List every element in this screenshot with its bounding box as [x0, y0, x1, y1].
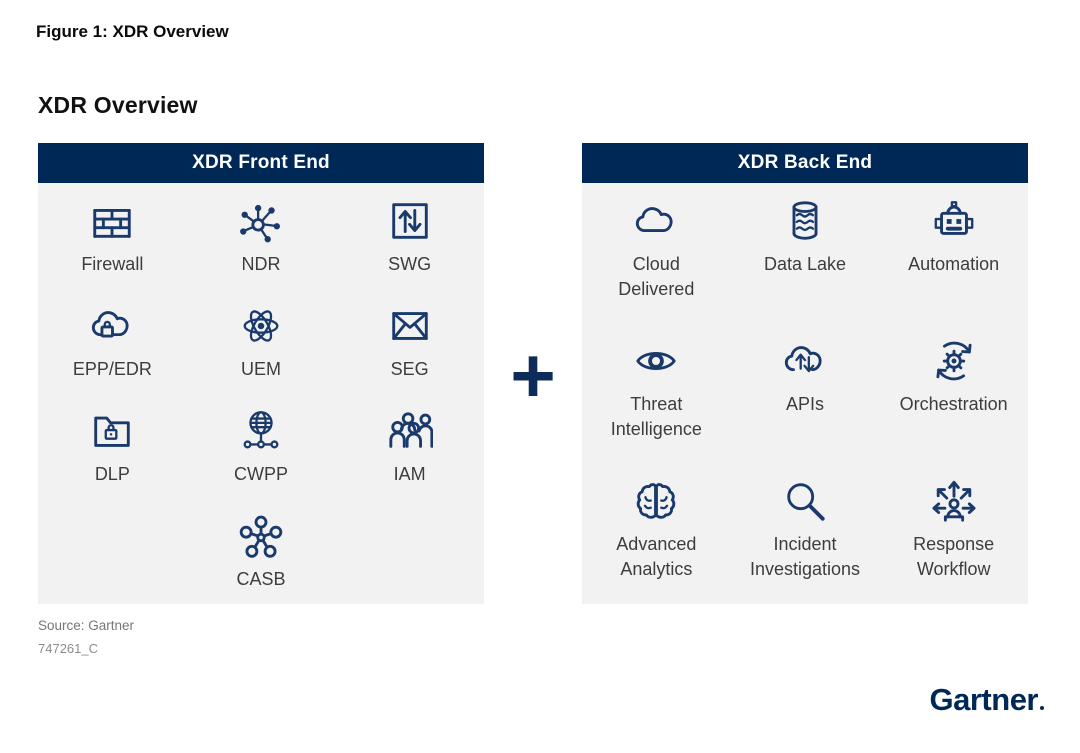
item-apis: APIs — [731, 323, 880, 463]
item-epp-edr: EPP/EDR — [38, 288, 187, 393]
firewall-bricks-icon — [89, 195, 135, 247]
item-response-workflow: Response Workflow — [879, 463, 1028, 603]
item-label: Incident Investigations — [749, 534, 861, 580]
brain-icon — [633, 475, 679, 527]
item-automation: Automation — [879, 183, 1028, 323]
item-seg: SEG — [335, 288, 484, 393]
item-label: Data Lake — [763, 254, 847, 274]
cloud-arrows-icon — [782, 335, 828, 387]
item-label: Firewall — [81, 254, 144, 274]
registered-mark-dot — [1040, 706, 1044, 710]
item-orchestration: Orchestration — [879, 323, 1028, 463]
molecule-icon — [238, 510, 284, 562]
cloud-icon — [633, 195, 679, 247]
item-label: Threat Intelligence — [610, 394, 702, 440]
item-label: CWPP — [233, 464, 288, 484]
plus-sign: + — [510, 331, 556, 419]
item-label: UEM — [240, 359, 281, 379]
figure-title: Figure 1: XDR Overview — [36, 22, 229, 41]
item-label: SWG — [388, 254, 432, 274]
back-end-body: Cloud Delivered Data Lake — [582, 183, 1028, 603]
gear-cycle-icon — [931, 335, 977, 387]
item-cwpp: CWPP — [187, 393, 336, 498]
atom-icon — [238, 300, 284, 352]
user-group-icon — [387, 405, 433, 457]
globe-network-icon — [238, 405, 284, 457]
back-end-header: XDR Back End — [582, 143, 1028, 183]
arrows-up-down-box-icon — [387, 195, 433, 247]
eye-icon — [633, 335, 679, 387]
diagram-title: XDR Overview — [38, 92, 198, 118]
front-end-header: XDR Front End — [38, 143, 484, 183]
item-casb: CASB — [187, 498, 336, 603]
item-label: SEG — [390, 359, 429, 379]
gartner-logo: Gartner — [930, 682, 1044, 718]
item-firewall: Firewall — [38, 183, 187, 288]
item-ndr: NDR — [187, 183, 336, 288]
person-arrows-icon — [931, 475, 977, 527]
gartner-logo-text: Gartner — [929, 682, 1039, 717]
item-label: Advanced Analytics — [616, 534, 697, 580]
item-label: Automation — [908, 254, 1000, 274]
item-uem: UEM — [187, 288, 336, 393]
robot-icon — [931, 195, 977, 247]
folder-lock-icon — [89, 405, 135, 457]
envelope-icon — [387, 300, 433, 352]
item-label: IAM — [393, 464, 426, 484]
item-label: Orchestration — [899, 394, 1008, 414]
xdr-front-end-panel: XDR Front End Firewall — [38, 143, 484, 604]
item-label: Response Workflow — [913, 534, 995, 580]
item-label: Cloud Delivered — [618, 254, 695, 300]
item-label: APIs — [785, 394, 824, 414]
cloud-lock-icon — [89, 300, 135, 352]
item-label: CASB — [236, 569, 286, 589]
database-waves-icon — [782, 195, 828, 247]
item-threat-intelligence: Threat Intelligence — [582, 323, 731, 463]
item-swg: SWG — [335, 183, 484, 288]
magnifier-icon — [782, 475, 828, 527]
item-data-lake: Data Lake — [731, 183, 880, 323]
source-text: Source: Gartner — [38, 618, 135, 633]
front-end-body: Firewall NDR — [38, 183, 484, 603]
item-label: NDR — [241, 254, 281, 274]
item-advanced-analytics: Advanced Analytics — [582, 463, 731, 603]
document-id: 747261_C — [38, 641, 98, 656]
item-iam: IAM — [335, 393, 484, 498]
item-cloud-delivered: Cloud Delivered — [582, 183, 731, 323]
item-dlp: DLP — [38, 393, 187, 498]
xdr-back-end-panel: XDR Back End Cloud Delivered — [582, 143, 1028, 604]
network-hub-icon — [238, 195, 284, 247]
item-label: EPP/EDR — [72, 359, 152, 379]
item-incident-investigations: Incident Investigations — [731, 463, 880, 603]
item-label: DLP — [94, 464, 130, 484]
